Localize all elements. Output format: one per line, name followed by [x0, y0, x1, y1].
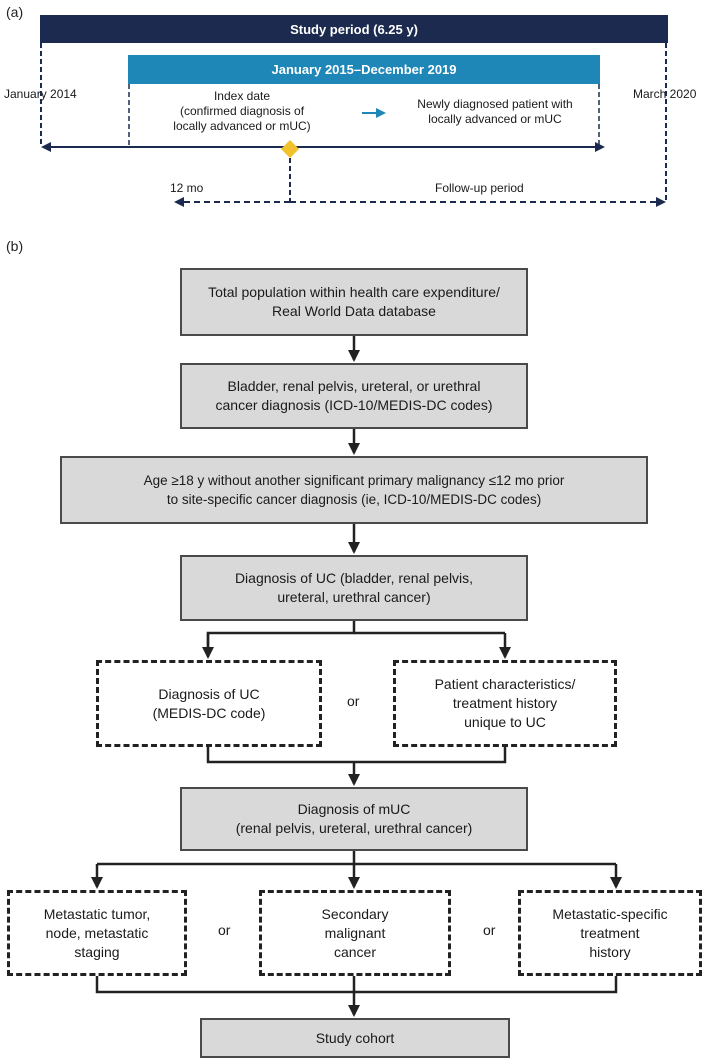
step-age-criteria: Age ≥18 y without another significant pr…: [60, 456, 648, 524]
or-label-muc-2: or: [483, 922, 496, 938]
window-bar: January 2015–December 2019: [128, 55, 600, 84]
uc-option-characteristics-text: Patient characteristics/ treatment histo…: [434, 676, 576, 730]
panel-a-label: (a): [6, 4, 24, 20]
muc-option-staging: Metastatic tumor, node, metastatic stagi…: [7, 890, 187, 976]
step-uc-diagnosis: Diagnosis of UC (bladder, renal pelvis, …: [180, 555, 528, 621]
muc-option-secondary-text: Secondary malignant cancer: [321, 905, 389, 960]
step-study-cohort: Study cohort: [200, 1018, 510, 1058]
window-label: January 2015–December 2019: [271, 62, 457, 77]
step-cancer-diagnosis-text: Bladder, renal pelvis, ureteral, or uret…: [215, 378, 493, 413]
end-date-label: March 2020: [633, 87, 697, 101]
step-total-population: Total population within health care expe…: [180, 268, 528, 336]
panel-b-label: (b): [6, 238, 24, 254]
uc-option-medis-text: Diagnosis of UC (MEDIS-DC code): [152, 685, 266, 721]
uc-option-characteristics: Patient characteristics/ treatment histo…: [393, 660, 617, 747]
or-label-muc-1: or: [218, 922, 231, 938]
muc-option-treatment: Metastatic-specific treatment history: [518, 890, 702, 976]
muc-option-secondary: Secondary malignant cancer: [259, 890, 451, 976]
newly-diagnosed-label: Newly diagnosed patient with locally adv…: [417, 97, 573, 126]
index-diamond-icon: [281, 140, 299, 158]
step-muc-diagnosis: Diagnosis of mUC (renal pelvis, ureteral…: [180, 787, 528, 851]
step-uc-diagnosis-text: Diagnosis of UC (bladder, renal pelvis, …: [234, 570, 474, 605]
step-total-population-text: Total population within health care expe…: [208, 284, 500, 319]
followup-label: Follow-up period: [435, 181, 524, 195]
step-cancer-diagnosis: Bladder, renal pelvis, ureteral, or uret…: [180, 363, 528, 429]
connector-muc-merge: [95, 975, 618, 994]
study-period-label: Study period (6.25 y): [290, 21, 418, 37]
study-period-bar: Study period (6.25 y): [40, 15, 668, 43]
step-muc-diagnosis-text: Diagnosis of mUC (renal pelvis, ureteral…: [235, 801, 473, 836]
uc-option-medis: Diagnosis of UC (MEDIS-DC code): [96, 660, 322, 747]
step-study-cohort-text: Study cohort: [315, 1029, 395, 1046]
or-label-uc: or: [347, 693, 360, 709]
connector-uc-split: [206, 620, 356, 655]
connector-uc-merge: [206, 746, 507, 764]
index-date-label: Index date (confirmed diagnosis of local…: [173, 89, 311, 133]
muc-option-treatment-text: Metastatic-specific treatment history: [552, 905, 668, 960]
step-age-criteria-text: Age ≥18 y without another significant pr…: [143, 473, 565, 507]
timeline-graphic: [40, 43, 667, 207]
muc-option-staging-text: Metastatic tumor, node, metastatic stagi…: [43, 905, 151, 960]
lookback-label: 12 mo: [170, 181, 204, 195]
